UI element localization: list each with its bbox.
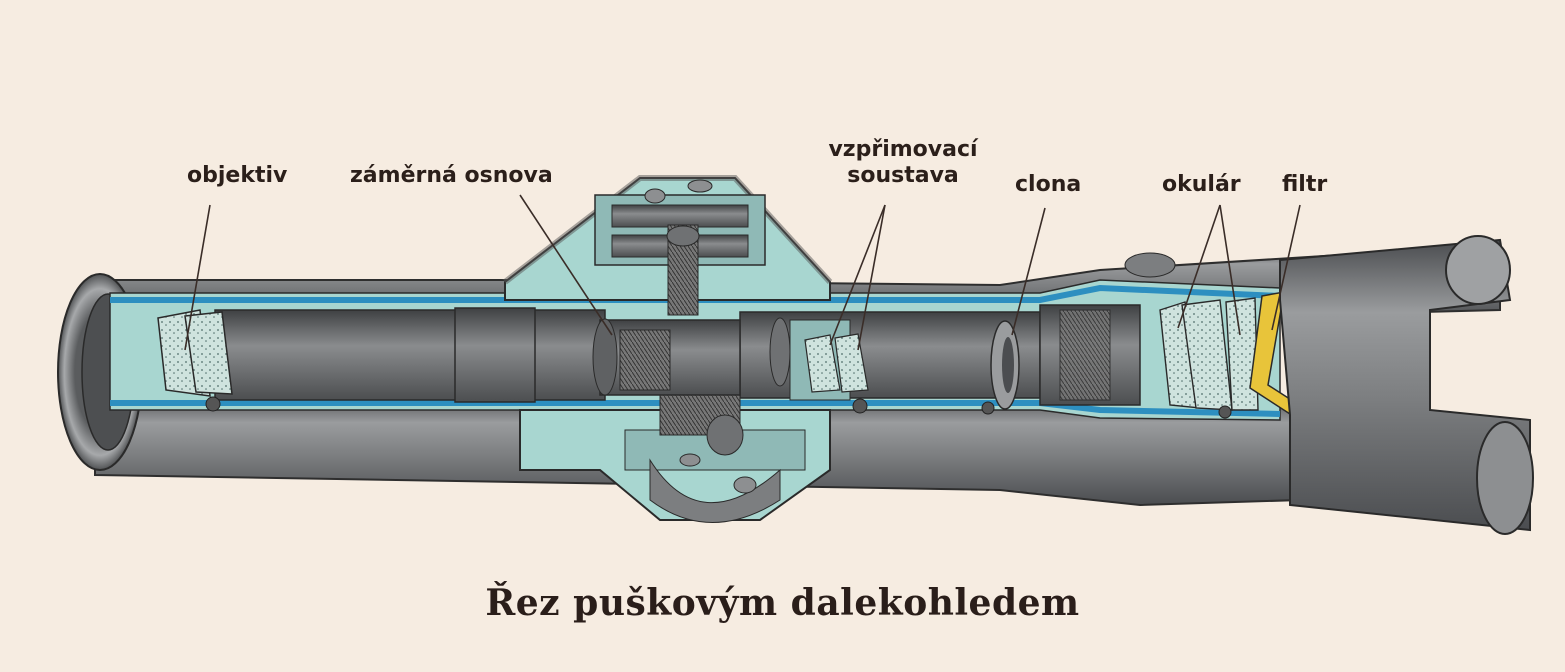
label-erector-line1: vzpřimovací	[828, 137, 978, 162]
erector-lenses	[769, 317, 869, 401]
aperture-stop	[990, 309, 1111, 410]
label-eyepiece: okulár	[1162, 172, 1241, 197]
figure-caption: Řez puškovým dalekohledem	[485, 582, 1080, 624]
label-erector-line2: soustava	[847, 163, 959, 188]
leader-lines	[184, 194, 1301, 351]
eyecup	[1124, 235, 1534, 535]
tube-screws	[205, 396, 1232, 419]
label-erector-system: vzpřimovací soustava	[808, 137, 998, 189]
objective-lens	[157, 309, 233, 397]
label-filter: filtr	[1282, 172, 1328, 197]
turret-housing	[503, 175, 833, 316]
label-objective: objektiv	[187, 163, 288, 188]
reticle-cell	[592, 318, 741, 396]
eyepiece-lenses	[1159, 297, 1259, 411]
label-aperture: clona	[1015, 172, 1082, 197]
lower-turret	[519, 394, 831, 523]
label-reticle: záměrná osnova	[350, 163, 553, 188]
